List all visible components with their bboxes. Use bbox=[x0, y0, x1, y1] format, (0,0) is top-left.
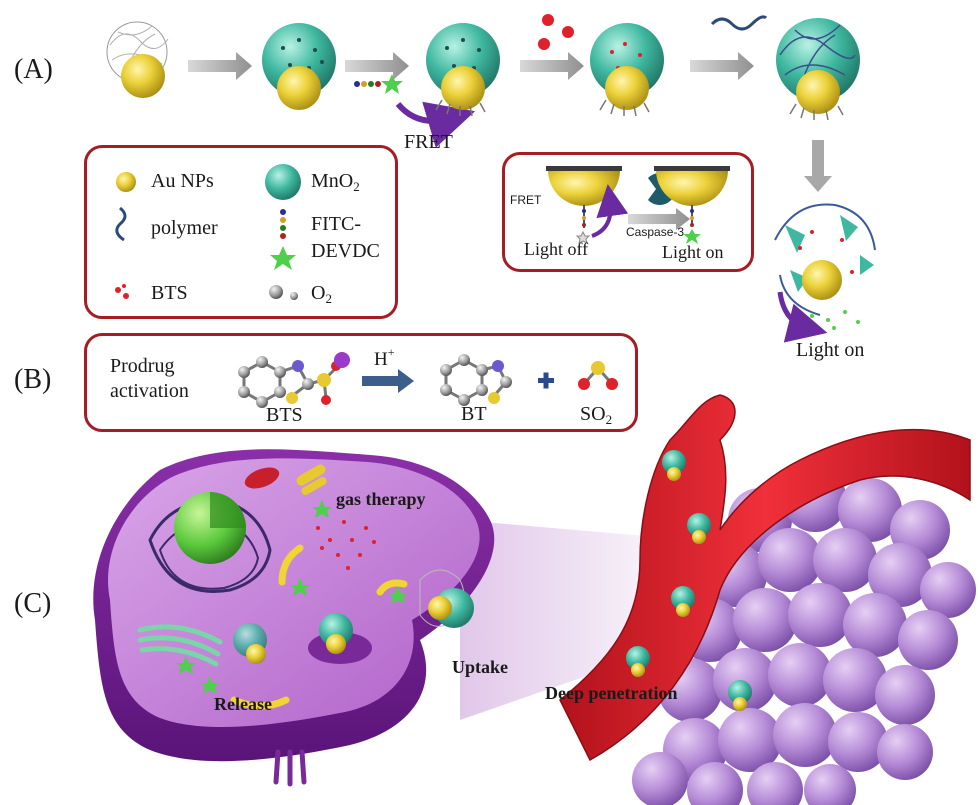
legend-box bbox=[84, 145, 398, 319]
vessel-nanoparticles bbox=[626, 450, 752, 711]
stage1-particle bbox=[106, 21, 169, 98]
gray-arrow bbox=[520, 52, 584, 80]
stage4-particle bbox=[590, 23, 664, 117]
fret-arrow bbox=[395, 101, 476, 148]
gray-arrow bbox=[345, 52, 409, 80]
inset-light-on-label: Light on bbox=[662, 242, 724, 262]
legend-polymer-label: polymer bbox=[151, 217, 218, 239]
inset-light-off-label: Light off bbox=[524, 239, 589, 259]
legend-au-label: Au NPs bbox=[151, 170, 214, 192]
blood-vessel bbox=[559, 394, 971, 762]
fitc-devdc-probe bbox=[354, 74, 403, 94]
legend-fitc-label-1: FITC- bbox=[311, 213, 361, 235]
legend-icons bbox=[115, 164, 301, 300]
legend-mno2-label: MnO2 bbox=[311, 170, 360, 194]
disassembled-particle bbox=[774, 203, 876, 343]
release-label: Release bbox=[214, 694, 272, 714]
acid-arrow bbox=[362, 369, 414, 393]
tumor-tissue bbox=[632, 468, 976, 805]
gray-arrow bbox=[690, 52, 754, 80]
stage2-particle bbox=[262, 23, 336, 110]
bt-molecule bbox=[440, 354, 512, 406]
prodrug-box bbox=[84, 333, 638, 432]
final-light-on-label: Light on bbox=[796, 339, 865, 361]
inset-caspase-label: Caspase-3 bbox=[626, 225, 685, 239]
bts-molecule bbox=[238, 352, 350, 408]
down-arrow bbox=[804, 140, 832, 192]
inset-fret-label: FRET bbox=[510, 193, 542, 207]
so2-molecule bbox=[578, 361, 618, 390]
molecules bbox=[238, 352, 618, 408]
legend-fitc-label-2: DEVDC bbox=[311, 240, 380, 262]
panel-b-label: (B) bbox=[14, 364, 52, 395]
stage3-particle bbox=[426, 23, 500, 117]
gas-therapy-label: gas therapy bbox=[336, 489, 426, 509]
prodrug-label-2: activation bbox=[110, 380, 189, 402]
proton-label: H+ bbox=[374, 345, 395, 370]
legend-bts-label: BTS bbox=[151, 282, 188, 304]
polymer-strand bbox=[710, 15, 768, 31]
panel-c-label: (C) bbox=[14, 588, 52, 619]
bts-drops bbox=[538, 14, 574, 50]
tumor-cell bbox=[93, 449, 495, 787]
magnification-beam bbox=[460, 520, 690, 720]
deep-penetration-label: Deep penetration bbox=[545, 683, 678, 703]
so2-molecule-label: SO2 bbox=[580, 403, 613, 427]
gray-arrow bbox=[188, 52, 252, 80]
caspase-inset-box bbox=[502, 152, 754, 272]
plus-sign bbox=[538, 372, 554, 389]
bt-molecule-label: BT bbox=[461, 403, 487, 425]
stage5-particle bbox=[776, 18, 860, 121]
uptake-label: Uptake bbox=[452, 657, 509, 677]
nanoparticle-sequence bbox=[106, 14, 876, 343]
panel-a-label: (A) bbox=[14, 54, 53, 85]
inset-icons bbox=[546, 166, 730, 244]
legend-o2-label: O2 bbox=[311, 282, 332, 306]
fret-label: FRET bbox=[404, 131, 453, 153]
prodrug-label-1: Prodrug bbox=[110, 355, 175, 377]
bts-molecule-label: BTS bbox=[266, 404, 303, 426]
